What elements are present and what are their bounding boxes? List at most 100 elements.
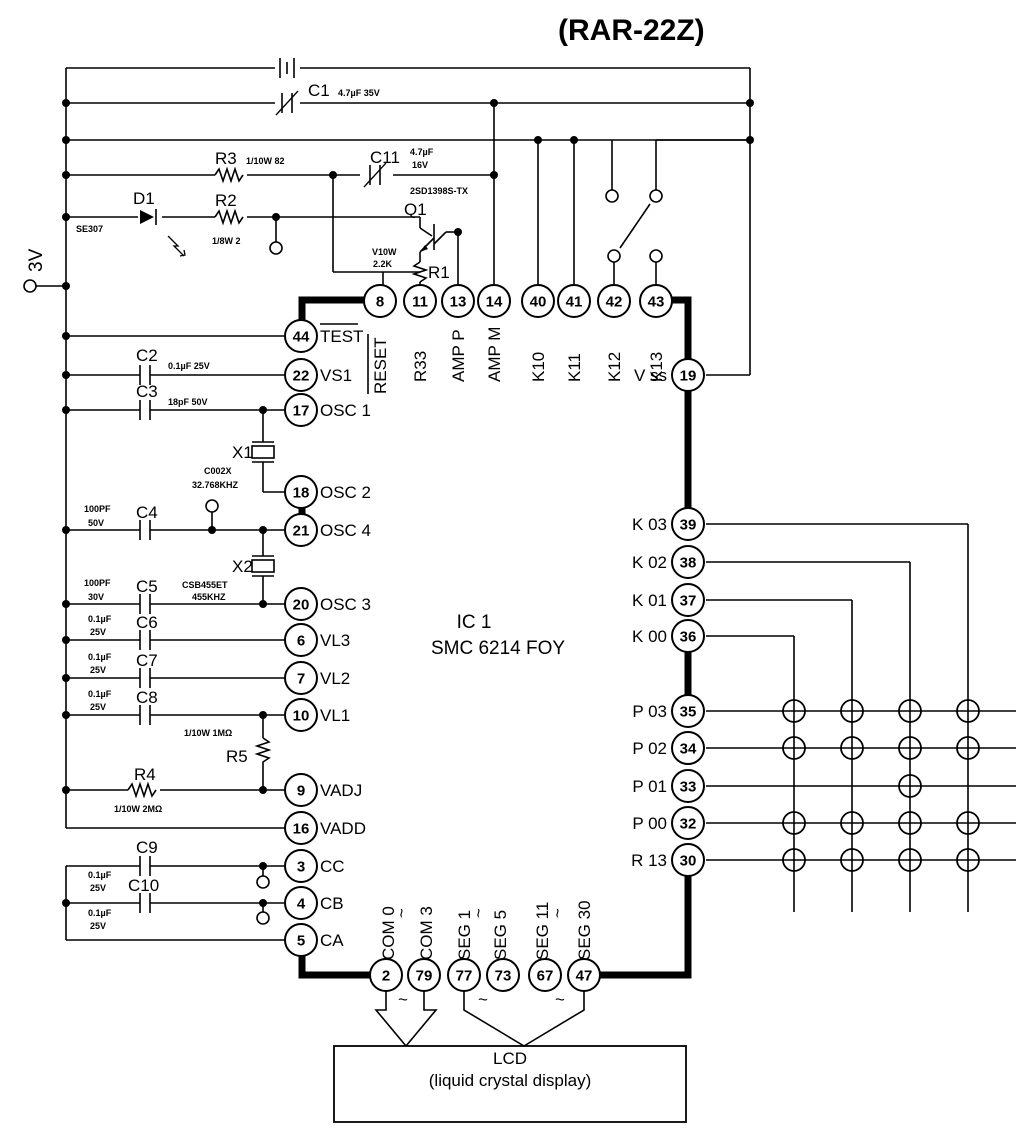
pin-name-8: RESET (371, 337, 390, 394)
pin-21: 21 (284, 513, 318, 547)
pin-name-32: P 00 (632, 814, 667, 833)
pin-number: 40 (530, 294, 547, 311)
matrix-switch (782, 736, 806, 760)
matrix-switch (956, 736, 980, 760)
supply-label: 3V (26, 248, 47, 272)
pin-4: 4 (284, 886, 318, 920)
pin-name-17: OSC 1 (320, 401, 371, 420)
pin-number: 42 (606, 294, 623, 311)
pin-name-9: VADJ (320, 781, 362, 800)
pin-number: 33 (680, 779, 697, 796)
pin-number: 17 (293, 403, 310, 420)
tilde-com: ~ (398, 990, 408, 1009)
pin-8: 8 (363, 284, 397, 318)
pin-name-41: K11 (565, 353, 584, 382)
r1-value2: 2.2K (373, 259, 393, 269)
pin-36: 36 (671, 619, 705, 653)
pin-name-16: VADD (320, 819, 366, 838)
pin-17: 17 (284, 393, 318, 427)
pin-number: 13 (450, 294, 467, 311)
lcd-box (333, 1045, 687, 1123)
pin-name-33: P 01 (632, 777, 667, 796)
matrix-switch (840, 736, 864, 760)
matrix-switch (840, 811, 864, 835)
pin-number: 39 (680, 517, 697, 534)
d1-led (140, 209, 186, 257)
pin-44: 44 (284, 319, 318, 353)
com-tilde: ~ (392, 908, 411, 918)
q1-value: 2SD1398S-TX (410, 186, 468, 196)
top-pin-connections (493, 103, 750, 288)
seg11-label: SEG 11 (533, 902, 552, 960)
matrix-switch (782, 848, 806, 872)
c4-value1: 100PF (84, 504, 111, 514)
tilde-seg-b: ~ (555, 990, 565, 1009)
pin-number: 38 (680, 555, 697, 572)
pin-name-22: VS1 (320, 366, 352, 385)
pin-name-40: K10 (529, 352, 548, 382)
matrix-switch (956, 811, 980, 835)
pin-number: 47 (576, 968, 593, 985)
pin-number: 22 (293, 368, 310, 385)
x2-value1: CSB455ET (182, 580, 228, 590)
pin-name-37: K 01 (632, 591, 667, 610)
c4-value2: 50V (88, 518, 104, 528)
c7-value1: 0.1µF (88, 652, 112, 662)
c5-value1: 100PF (84, 578, 111, 588)
pin-10: 10 (284, 698, 318, 732)
pin-number: 34 (680, 741, 697, 758)
c8-ref: C8 (136, 688, 158, 707)
pin-9: 9 (284, 773, 318, 807)
pin-number: 79 (416, 968, 433, 985)
pin-number: 36 (680, 629, 697, 646)
x2-value2: 455KHZ (192, 592, 226, 602)
d1-value: SE307 (76, 224, 103, 234)
r3-resistor (214, 166, 244, 184)
pin-11: 11 (403, 284, 437, 318)
matrix-switch (956, 699, 980, 723)
x1-value1: C002X (204, 466, 232, 476)
pin-77: 77 (447, 958, 481, 992)
lcd-title: LCD (493, 1049, 527, 1068)
pin-47: 47 (567, 958, 601, 992)
seg-tilde-1: ~ (469, 908, 488, 918)
q1-transistor (419, 217, 459, 288)
pin-number: 21 (293, 523, 310, 540)
pin-name-30: R 13 (631, 851, 667, 870)
r2-test-terminal (269, 241, 283, 255)
pin-name-36: K 00 (632, 627, 667, 646)
pin-number: 16 (293, 821, 310, 838)
c3-ref: C3 (136, 382, 158, 401)
r2-value: 1/8W 2 (212, 236, 241, 246)
pin-number: 35 (680, 704, 697, 721)
diagram-title: (RAR-22Z) (558, 14, 705, 47)
left-side-wiring (62, 335, 284, 941)
c11-value1: 4.7µF (410, 147, 434, 157)
r3-value: 1/10W 82 (246, 156, 285, 166)
pin-67: 67 (528, 958, 562, 992)
pin-name-4: CB (320, 894, 344, 913)
tilde-seg-a: ~ (478, 990, 488, 1009)
pin-number: 5 (297, 933, 305, 950)
c10-value1: 0.1µF (88, 908, 112, 918)
x1-value2: 32.768KHZ (192, 480, 239, 490)
c6-value1: 0.1µF (88, 614, 112, 624)
com0-label: COM 0 (379, 906, 398, 960)
pin-number: 14 (486, 294, 503, 311)
seg30-label: SEG 30 (575, 900, 594, 960)
c2-value: 0.1µF 25V (168, 361, 210, 371)
pin-43: 43 (639, 284, 673, 318)
c6-value2: 25V (90, 627, 106, 637)
c10-ref: C10 (128, 876, 159, 895)
com3-label: COM 3 (417, 906, 436, 960)
r4-value: 1/10W 2MΩ (114, 804, 162, 814)
pin-number: 43 (648, 294, 665, 311)
pin-number: 6 (297, 633, 305, 650)
seg-tilde-2: ~ (548, 908, 567, 918)
pin-13: 13 (441, 284, 475, 318)
pin-number: 4 (297, 896, 306, 913)
